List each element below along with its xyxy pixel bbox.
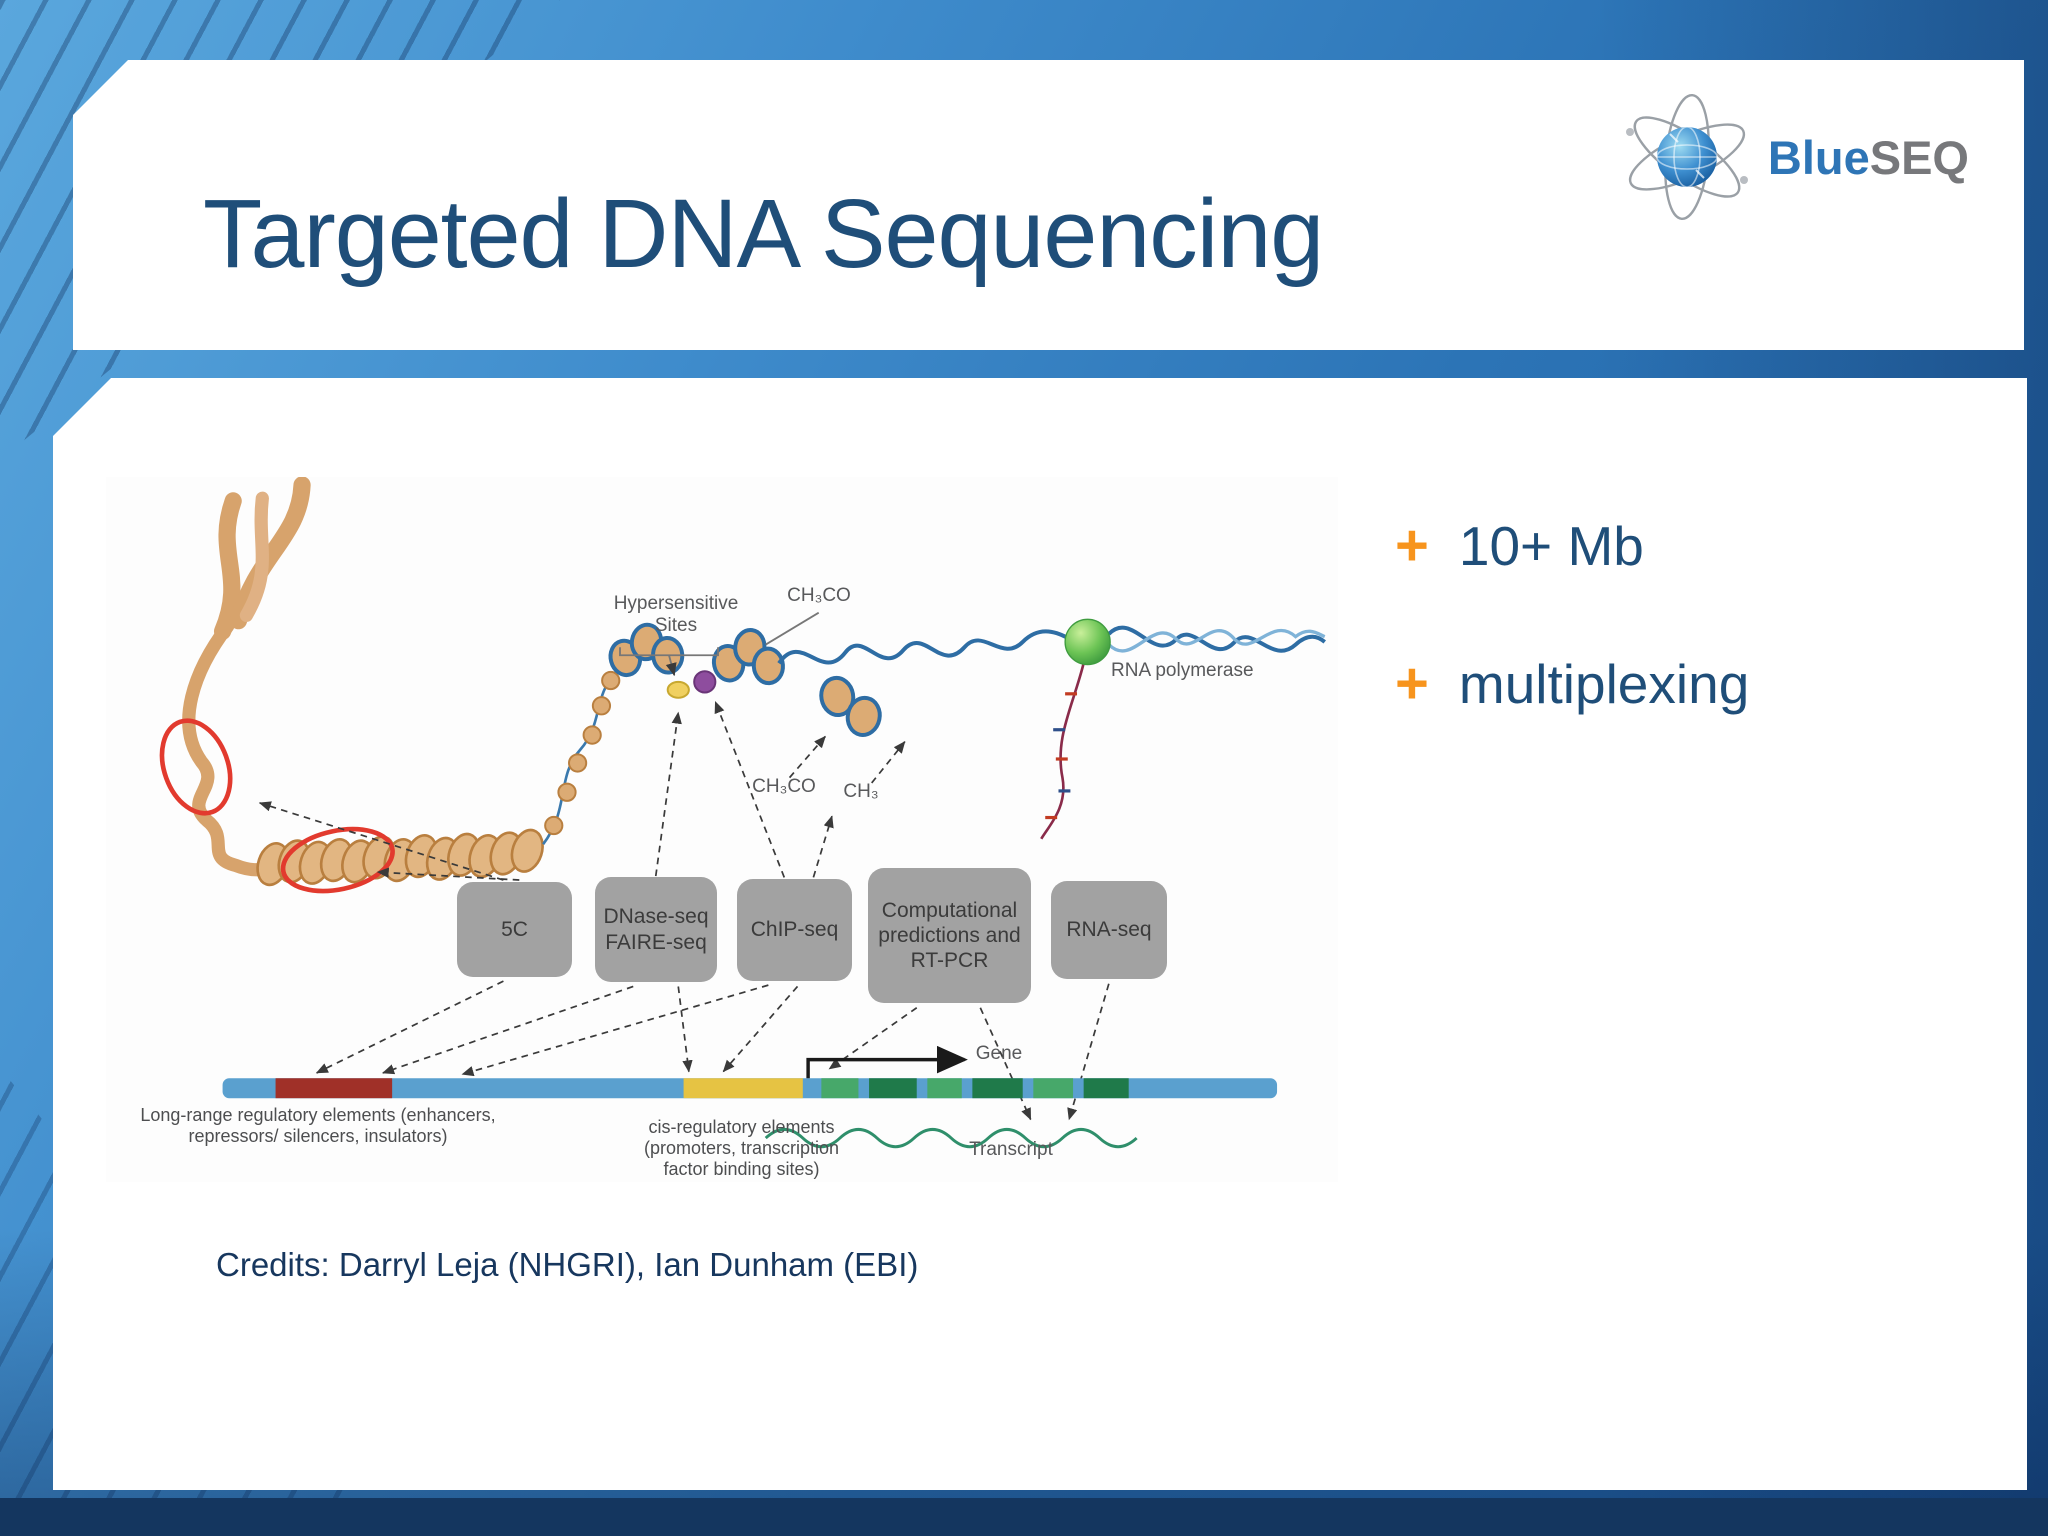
method-box-chip-seq: ChIP-seq <box>737 879 852 981</box>
label-ch3: CH₃ <box>843 781 879 802</box>
nascent-strand <box>1040 662 1085 840</box>
page-title: Targeted DNA Sequencing <box>203 179 1324 288</box>
plus-bullet-icon: + <box>1395 513 1429 578</box>
bullet-label: 10+ Mb <box>1458 515 1644 577</box>
label-gene: Gene <box>975 1043 1023 1064</box>
gene-arrow <box>806 1045 968 1079</box>
atom-globe-icon <box>1625 94 1748 220</box>
content-panel: Hypersensitive Sites CH₃CO RNA polymeras… <box>53 378 2027 1490</box>
credits-line: Credits: Darryl Leja (NHGRI), Ian Dunham… <box>216 1246 919 1283</box>
plus-bullet-icon: + <box>1395 651 1429 716</box>
label-hypersensitive-sites: Hypersensitive Sites <box>613 593 739 637</box>
brand-logo: BlueSEQ <box>1612 82 1969 232</box>
method-box-dnase-faire: DNase-seq FAIRE-seq <box>595 877 717 982</box>
pointer-lines <box>619 611 820 677</box>
method-box-computational: Computational predictions and RT-PCR <box>868 868 1031 1003</box>
bullet-label: multiplexing <box>1458 653 1750 715</box>
bullet-item: + 10+ Mb <box>1395 513 1749 579</box>
brand-word-blue: Blue <box>1767 130 1870 184</box>
label-cis-regulatory-elements: cis-regulatory elements (promoters, tran… <box>643 1117 840 1180</box>
label-ch3co-mid: CH₃CO <box>752 776 816 797</box>
interaction-ovals <box>159 718 395 894</box>
label-ch3co-top: CH₃CO <box>787 585 851 606</box>
label-transcript: Transcript <box>969 1139 1053 1160</box>
genome-track <box>222 1078 1278 1099</box>
header: Targeted DNA Sequencing <box>73 60 2024 350</box>
bullet-list: + 10+ Mb + multiplexing <box>1395 513 1749 717</box>
rna-polymerase-ball <box>1064 618 1111 666</box>
brand-word-seq: SEQ <box>1869 130 1969 184</box>
chromatin-figure: Hypersensitive Sites CH₃CO RNA polymeras… <box>106 477 1338 1182</box>
beads-on-string <box>542 670 621 845</box>
nucleosomes-graphic <box>608 622 882 737</box>
bullet-item: + multiplexing <box>1395 651 1749 717</box>
chromatin-marks <box>666 670 717 699</box>
method-box-rna-seq: RNA-seq <box>1051 881 1167 979</box>
bottom-bar <box>0 1498 2048 1536</box>
chromosome-graphic <box>182 477 311 877</box>
method-box-5c: 5C <box>457 882 572 977</box>
label-rna-polymerase: RNA polymerase <box>1111 660 1254 681</box>
dna-strand-graphic <box>777 625 1326 665</box>
brand-wordmark: BlueSEQ <box>1768 130 1969 185</box>
transcript-wave <box>764 1128 1138 1149</box>
chromatin-figure-svg <box>159 477 1326 1149</box>
label-long-range-elements: Long-range regulatory elements (enhancer… <box>140 1105 496 1147</box>
